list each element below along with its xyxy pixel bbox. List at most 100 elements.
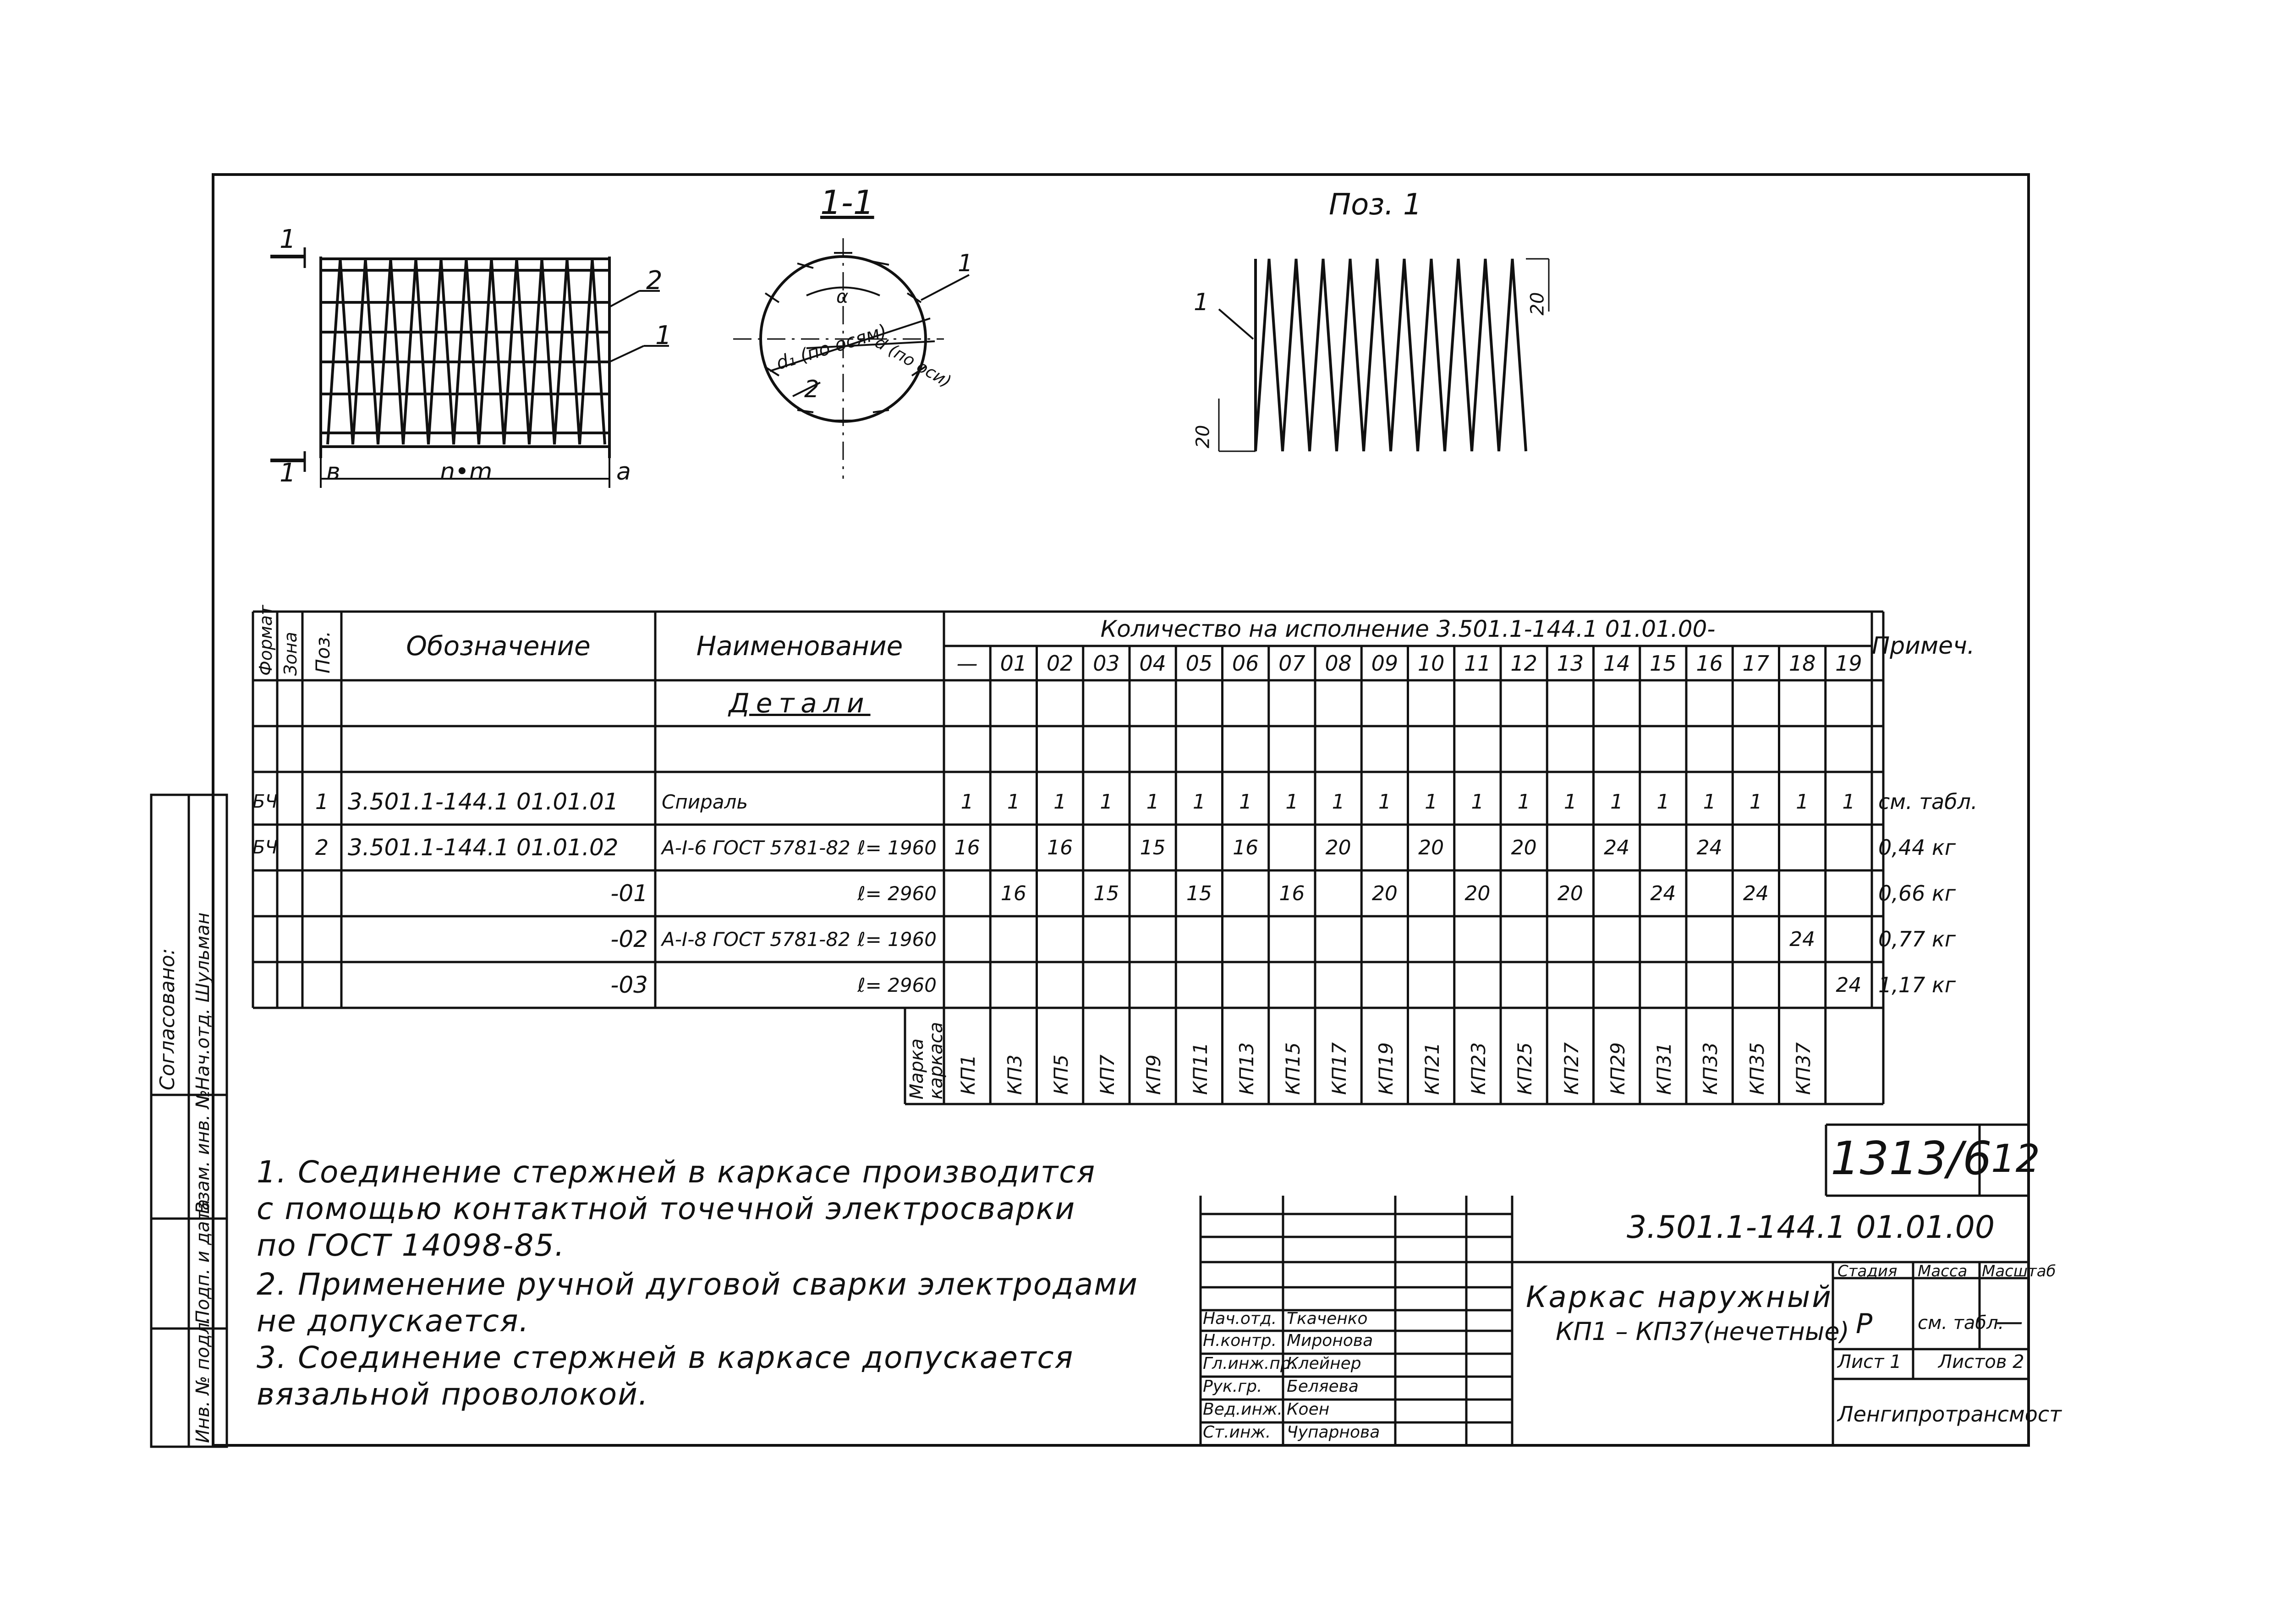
row-qty xyxy=(1501,916,1547,962)
row-qty: 1 xyxy=(1842,790,1855,814)
row-qty xyxy=(1454,916,1501,962)
row-qty xyxy=(1733,825,1779,870)
sheet-number: 12 xyxy=(1991,1136,2040,1181)
variant-header: 08 xyxy=(1325,651,1352,676)
row-qty: 20 xyxy=(1371,881,1398,905)
sheet-label: Лист 1 xyxy=(1837,1351,1902,1372)
frame-mark: КП19 xyxy=(1374,1042,1397,1095)
row-qty: 1 xyxy=(1517,790,1530,814)
dim-20-bottom: 20 xyxy=(1192,425,1214,448)
pos-label-2: 2 xyxy=(646,266,663,295)
variant-header: — xyxy=(956,651,978,676)
stamp-agreed-person: Нач.отд. Шульман xyxy=(192,912,214,1090)
role-title: Нач.отд. xyxy=(1203,1309,1277,1328)
frame-mark: КП9 xyxy=(1142,1054,1165,1095)
row-qty xyxy=(1223,962,1269,1008)
row-format: БЧ xyxy=(252,791,278,812)
row-qty xyxy=(1501,962,1547,1008)
row-qty xyxy=(1594,962,1640,1008)
row-qty xyxy=(944,916,990,962)
frame-mark: КП5 xyxy=(1049,1054,1072,1095)
row-name: А-I-6 ГОСТ 5781-82 xyxy=(662,836,850,859)
row-qty xyxy=(1269,962,1315,1008)
row-qty xyxy=(1315,916,1361,962)
row-qty xyxy=(1547,825,1593,870)
row-qty xyxy=(1408,916,1454,962)
row-qty: 20 xyxy=(1464,881,1491,905)
frame-mark: КП23 xyxy=(1467,1042,1490,1095)
row-qty: 15 xyxy=(1093,881,1119,905)
row-qty: 1 xyxy=(1656,790,1670,814)
label-alpha: α xyxy=(836,286,849,307)
row-qty: 15 xyxy=(1140,836,1166,859)
frame-mark: КП11 xyxy=(1189,1042,1212,1095)
title-block-grid xyxy=(1199,1123,2030,1447)
cage-front-view xyxy=(270,247,669,488)
row-qty: 1 xyxy=(1471,790,1484,814)
pos-title: Поз. 1 xyxy=(1329,188,1422,222)
organization: Ленгипротрансмост xyxy=(1837,1402,2062,1427)
row-qty xyxy=(1826,870,1872,916)
row-qty xyxy=(1594,870,1640,916)
variant-header: 02 xyxy=(1046,651,1074,676)
row-qty: 24 xyxy=(1604,836,1630,859)
note-line: вязальной проволокой. xyxy=(257,1377,649,1412)
row-designation: -01 xyxy=(610,880,648,907)
row-qty xyxy=(990,916,1037,962)
row-qty xyxy=(1594,916,1640,962)
note-line: 2. Применение ручной дуговой сварки элек… xyxy=(257,1267,1139,1302)
row-qty: 24 xyxy=(1789,927,1815,951)
header-qty: Количество на исполнение 3.501.1-144.1 0… xyxy=(1100,615,1716,642)
drawing-frame xyxy=(212,173,2030,1447)
row-qty: 1 xyxy=(1749,790,1762,814)
frame-mark: КП27 xyxy=(1560,1042,1583,1095)
variant-header: 18 xyxy=(1788,651,1816,676)
row-qty xyxy=(1176,916,1222,962)
row-qty xyxy=(1640,962,1686,1008)
variant-header: 17 xyxy=(1742,651,1770,676)
scale-label: Масштаб xyxy=(1982,1262,2056,1280)
row-qty xyxy=(1779,825,1826,870)
row-designation: -02 xyxy=(610,926,648,952)
spiral-label-1: 1 xyxy=(1194,289,1209,316)
row-length: ℓ= 2960 xyxy=(857,973,937,996)
stage-label: Стадия xyxy=(1837,1262,1898,1280)
row-qty xyxy=(1315,962,1361,1008)
variant-header: 16 xyxy=(1696,651,1723,676)
row-pos xyxy=(302,870,341,916)
title-line-2: КП1 – КП37(нечетные) xyxy=(1556,1317,1849,1346)
role-title: Ст.инж. xyxy=(1203,1423,1271,1442)
row-note: 0,44 кг xyxy=(1878,835,1956,860)
row-qty xyxy=(1037,962,1083,1008)
row-format xyxy=(253,870,277,916)
role-name: Миронова xyxy=(1287,1331,1373,1350)
stage-value: Р xyxy=(1856,1308,1873,1340)
role-title: Гл.инж.пр. xyxy=(1203,1354,1296,1373)
row-qty: 1 xyxy=(1146,790,1159,814)
row-note: 1,17 кг xyxy=(1878,973,1956,997)
row-qty xyxy=(1408,870,1454,916)
row-qty: 15 xyxy=(1186,881,1212,905)
variant-header: 14 xyxy=(1603,651,1630,676)
header-name: Наименование xyxy=(696,630,903,662)
document-code: 3.501.1-144.1 01.01.00 xyxy=(1627,1209,1995,1246)
row-name: Спираль xyxy=(662,790,748,813)
row-qty: 20 xyxy=(1557,881,1583,905)
row-qty xyxy=(1037,870,1083,916)
variant-header: 03 xyxy=(1093,651,1120,676)
row-qty xyxy=(1501,870,1547,916)
row-qty: 24 xyxy=(1696,836,1722,859)
header-note: Примеч. xyxy=(1872,632,1975,660)
row-qty: 1 xyxy=(1610,790,1623,814)
row-qty: 20 xyxy=(1418,836,1444,859)
row-qty: 1 xyxy=(1796,790,1809,814)
row-qty xyxy=(1361,916,1408,962)
frame-mark: КП35 xyxy=(1745,1042,1768,1095)
role-name: Беляева xyxy=(1287,1377,1359,1396)
row-qty: 1 xyxy=(1378,790,1391,814)
row-qty: 1 xyxy=(1239,790,1252,814)
row-qty xyxy=(1686,870,1733,916)
row-qty xyxy=(1361,962,1408,1008)
